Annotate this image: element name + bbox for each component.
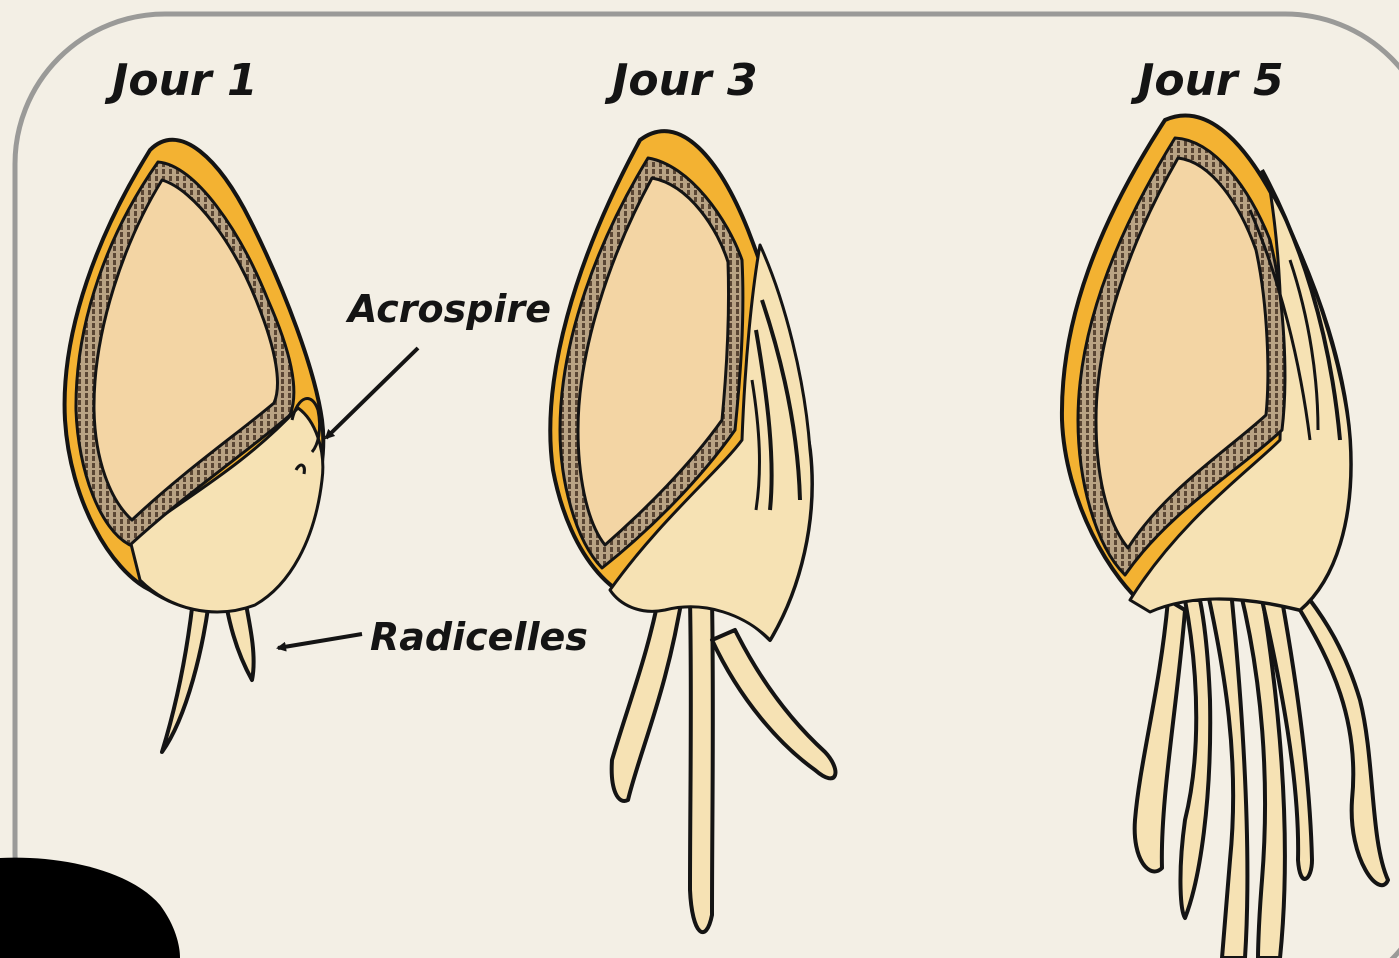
- rootlet: [1205, 580, 1247, 958]
- rootlet: [612, 580, 684, 801]
- acrospire-arrow: [326, 348, 418, 438]
- rootlet: [712, 630, 835, 778]
- day-5-title: Jour 5: [1130, 55, 1284, 106]
- acrospire-label: Acrospire: [345, 287, 551, 331]
- rootlet: [1135, 600, 1185, 871]
- grain-day-3: [550, 131, 835, 932]
- corner-blob: [0, 858, 180, 958]
- radicelles-arrow: [278, 634, 362, 648]
- radicelles-label: Radicelles: [370, 615, 588, 659]
- rootlet: [1180, 600, 1210, 918]
- day-3-title: Jour 3: [604, 55, 758, 106]
- grain-day-5: [1062, 116, 1388, 958]
- day-1-title: Jour 1: [104, 55, 258, 106]
- grain-day-1: [65, 140, 324, 752]
- rootlet: [690, 600, 713, 932]
